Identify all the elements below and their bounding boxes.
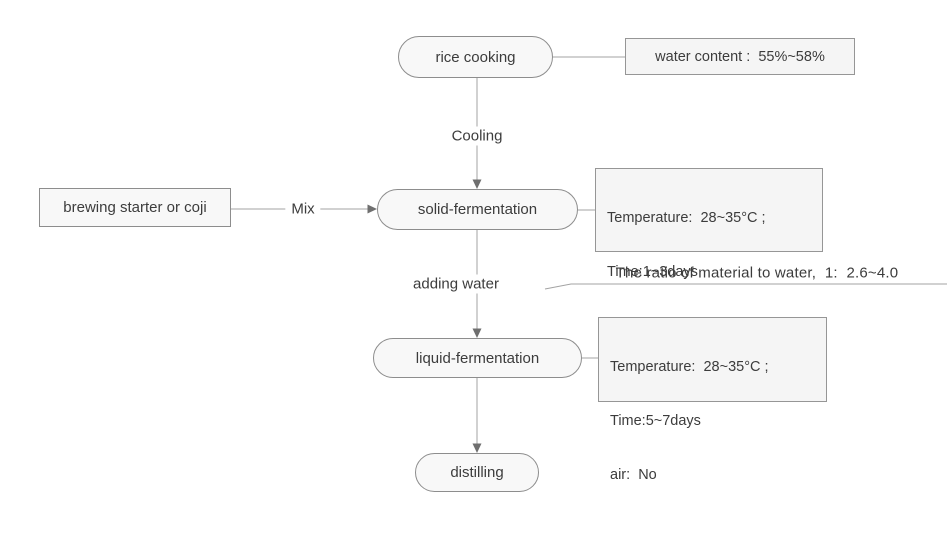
node-rice-cooking-label: rice cooking [435,48,516,66]
annotation-liquid-conditions: Temperature: 28~35°C ; Time:5~7days air:… [598,317,827,483]
edge-label-adding-water: adding water [407,274,505,294]
edge-label-mix: Mix [285,199,321,219]
arrowhead-mix [367,204,377,214]
node-distilling-label: distilling [450,464,504,481]
annotation-solid-conditions-line-1: Temperature: 28~35°C ; [607,210,766,226]
annotation-liquid-conditions-line-3: air: No [610,467,657,483]
node-liquid-fermentation-label: liquid-fermentation [415,349,540,367]
node-solid-fermentation: solid-fermentation [377,189,578,230]
connector-ratio-note [544,283,947,290]
node-solid-fermentation-label: solid-fermentation [417,201,538,218]
edge-label-cooling: Cooling [445,126,509,146]
arrowhead-distilling [472,443,482,453]
annotation-solid-conditions-line-2: Time:1~3days [607,264,698,280]
node-liquid-fermentation: liquid-fermentation [373,338,582,378]
annotation-liquid-conditions-line-1: Temperature: 28~35°C ; [610,359,769,375]
annotation-water-content: water content : 55%~58% [625,38,855,75]
arrowhead-cooling [472,179,482,189]
node-rice-cooking: rice cooking [398,36,553,78]
annotation-water-content-text: water content : 55%~58% [655,48,825,65]
annotation-ratio-note: The ratio of material to water, 1: 2.6~4… [615,264,899,282]
annotation-solid-conditions: Temperature: 28~35°C ; Time:1~3days air:… [595,168,823,334]
arrowhead-adding-water [472,328,482,338]
node-brewing-starter-label: brewing starter or coji [63,199,207,216]
annotation-liquid-conditions-line-2: Time:5~7days [610,413,701,429]
node-distilling: distilling [415,453,539,492]
node-brewing-starter: brewing starter or coji [39,188,231,227]
